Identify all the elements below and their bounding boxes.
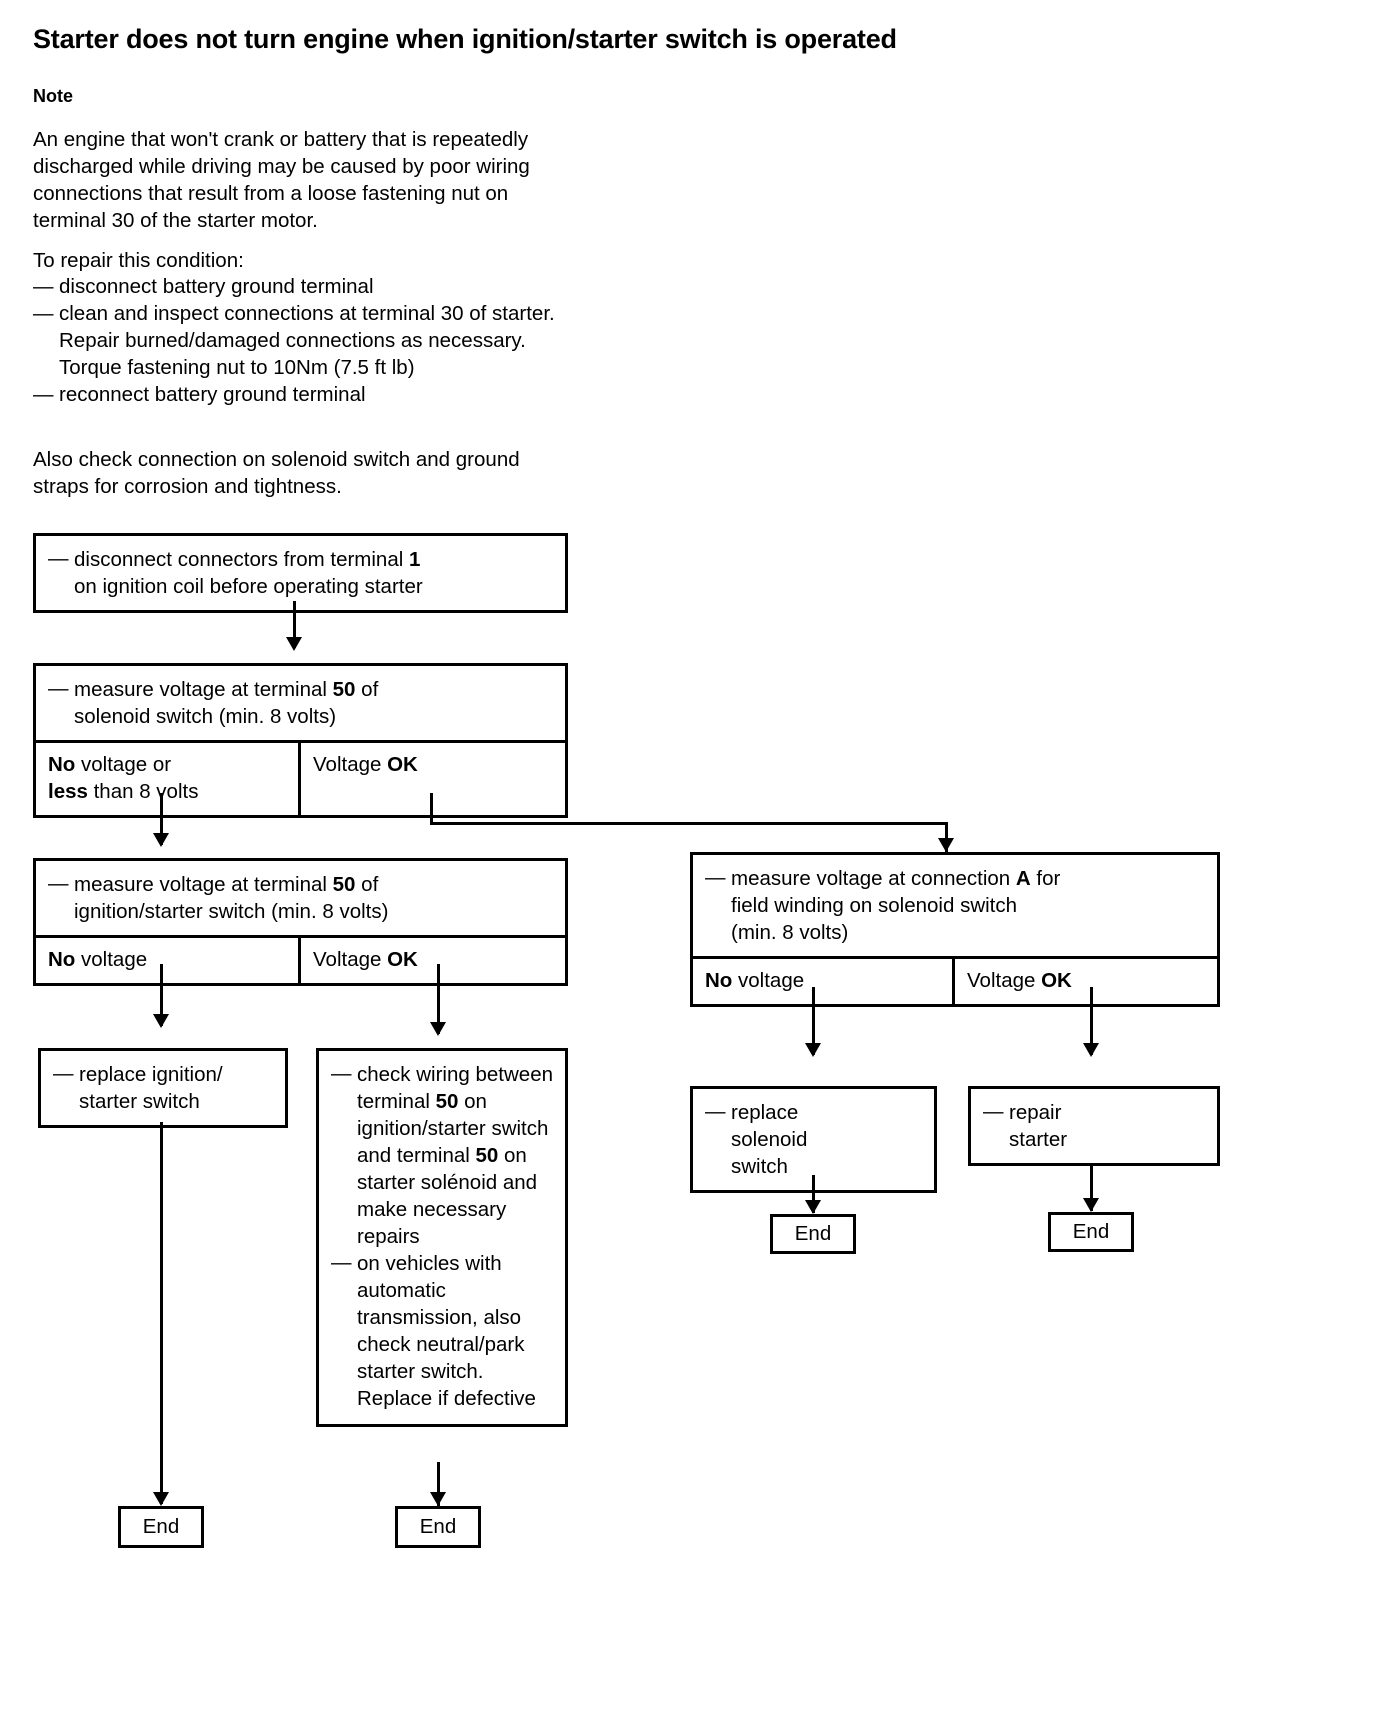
repair-intro-text: To repair this condition: bbox=[33, 249, 244, 272]
arrow-head bbox=[1083, 1198, 1099, 1212]
terminal-number: 50 bbox=[435, 1090, 459, 1113]
flow-box-line: — on vehicles with automatic transmissio… bbox=[331, 1250, 555, 1412]
connector-line bbox=[160, 1122, 163, 1504]
repair-steps-list: — disconnect battery ground terminal — c… bbox=[33, 274, 578, 409]
em-dash-marker: — bbox=[53, 1062, 74, 1085]
connector-line bbox=[430, 793, 433, 825]
end-label: End bbox=[1072, 1219, 1110, 1243]
closing-paragraph: Also check connection on solenoid switch… bbox=[33, 448, 520, 498]
flow-box-end: End bbox=[395, 1506, 481, 1548]
list-item: — reconnect battery ground terminal bbox=[33, 382, 578, 409]
result-cell-voltage-ok: Voltage OK bbox=[967, 969, 1072, 992]
arrow-head bbox=[153, 833, 169, 847]
em-dash-marker: — bbox=[705, 866, 726, 889]
result-cell-no-voltage: No voltage bbox=[693, 959, 955, 1004]
list-item: — disconnect battery ground terminal bbox=[33, 274, 578, 301]
end-label: End bbox=[419, 1514, 457, 1538]
em-dash-marker: — bbox=[48, 872, 69, 895]
result-cell-voltage-ok: Voltage OK bbox=[313, 753, 418, 776]
arrow-head bbox=[430, 1492, 446, 1506]
page-title: Starter does not turn engine when igniti… bbox=[33, 24, 897, 54]
flow-box-end: End bbox=[118, 1506, 204, 1548]
flow-box-line: — replace ignition/starter switch bbox=[53, 1061, 273, 1115]
em-dash-marker: — bbox=[48, 547, 69, 570]
connector-line bbox=[430, 822, 948, 825]
connector-line bbox=[1090, 1163, 1093, 1211]
arrow-head bbox=[805, 1043, 821, 1057]
flow-box-results: No voltage Voltage OK bbox=[36, 935, 565, 983]
flow-box-end: End bbox=[770, 1214, 856, 1254]
flow-box-text: on vehicles with automatic transmission,… bbox=[357, 1252, 536, 1410]
connector-line bbox=[1090, 987, 1093, 1055]
connector-line bbox=[160, 793, 163, 845]
connector-line bbox=[160, 964, 163, 1026]
em-dash-marker: — bbox=[331, 1251, 352, 1274]
connector-line bbox=[812, 1175, 815, 1213]
flow-box-check-wiring: — check wiring between terminal 50 on ig… bbox=[316, 1048, 568, 1427]
flow-box-replace-ignition-switch: — replace ignition/starter switch bbox=[38, 1048, 288, 1128]
arrow-head bbox=[805, 1200, 821, 1214]
arrow-head bbox=[1083, 1043, 1099, 1057]
arrow-head bbox=[153, 1492, 169, 1506]
em-dash-marker: — bbox=[33, 382, 54, 406]
end-label: End bbox=[794, 1221, 832, 1245]
terminal-number: 1 bbox=[408, 548, 421, 571]
list-item-label: clean and inspect connections at termina… bbox=[59, 301, 555, 379]
terminal-number: 50 bbox=[475, 1144, 499, 1167]
note-paragraph: An engine that won't crank or battery th… bbox=[33, 128, 530, 232]
terminal-number: 50 bbox=[332, 873, 356, 896]
note-heading: Note bbox=[33, 86, 73, 106]
result-cell-voltage-ok: Voltage OK bbox=[313, 948, 418, 971]
list-item: — clean and inspect connections at termi… bbox=[33, 301, 578, 382]
list-item-label: disconnect battery ground terminal bbox=[59, 275, 374, 298]
em-dash-marker: — bbox=[331, 1062, 352, 1085]
terminal-number: 50 bbox=[332, 678, 356, 701]
em-dash-marker: — bbox=[33, 301, 54, 325]
em-dash-marker: — bbox=[48, 677, 69, 700]
flow-box-end: End bbox=[1048, 1212, 1134, 1252]
connector-line bbox=[945, 822, 948, 852]
flow-box-text: replace ignition/starter switch bbox=[79, 1063, 223, 1113]
connector-line bbox=[293, 601, 296, 648]
em-dash-marker: — bbox=[33, 275, 54, 298]
connector-line bbox=[437, 1462, 440, 1506]
arrow-head bbox=[153, 1014, 169, 1028]
arrow-head bbox=[938, 838, 954, 852]
em-dash-marker: — bbox=[983, 1100, 1004, 1123]
end-label: End bbox=[142, 1514, 180, 1538]
result-cell-no-voltage: No voltage bbox=[36, 938, 301, 983]
flow-box-results: No voltage Voltage OK bbox=[693, 956, 1217, 1004]
flow-box-line: — check wiring between terminal 50 on ig… bbox=[331, 1061, 555, 1250]
connector-line bbox=[812, 987, 815, 1055]
connection-label: A bbox=[1015, 867, 1031, 890]
connector-line bbox=[437, 964, 440, 1034]
arrow-head bbox=[286, 637, 302, 651]
em-dash-marker: — bbox=[705, 1100, 726, 1123]
flow-box-text: check wiring between terminal 50 on igni… bbox=[357, 1063, 553, 1248]
list-item-label: reconnect battery ground terminal bbox=[59, 382, 366, 406]
arrow-head bbox=[430, 1022, 446, 1036]
